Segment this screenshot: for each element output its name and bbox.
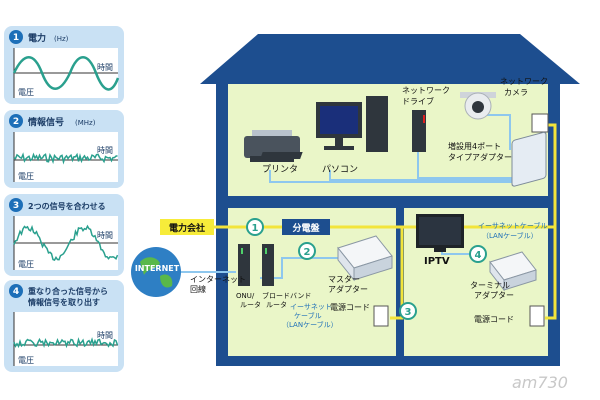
x-axis-label: 時間 [97, 146, 113, 155]
4port-adapter-icon [511, 113, 549, 187]
panel-unit: (MHz) [75, 119, 96, 127]
power-cord-left-label: 電源コード [330, 303, 370, 312]
y-axis-label: 電圧 [18, 356, 34, 365]
iptv-icon [416, 214, 464, 252]
ethernet-right-label-line1: イーサネットケーブル [478, 221, 547, 230]
marker-3: 3 [399, 302, 417, 320]
sine-wave [12, 56, 120, 91]
signal-panel-1: 1 電力 (Hz) 時間 電圧 [4, 26, 124, 104]
master-adapter-label-line2: アダプター [328, 284, 368, 294]
internet-line-label-line2: 回線 [190, 284, 206, 294]
nas-label-line1: ネットワーク [402, 86, 450, 95]
svg-text:1: 1 [252, 223, 259, 234]
breaker-box [282, 219, 330, 235]
panel-title: 電力 [28, 32, 46, 44]
watermark: am730 [512, 373, 568, 392]
terminal-adapter-icon [489, 251, 537, 292]
signal-panel-2: 2 情報信号 (MHz) 時間 電圧 [4, 110, 124, 188]
master-adapter-icon [337, 235, 393, 282]
panel-unit: (Hz) [54, 35, 69, 43]
onu-label-line2: ルータ [240, 300, 261, 309]
network-drive-icon [412, 110, 426, 152]
signal-panel-3: 3 2つの信号を合わせる 時間 電圧 [4, 194, 124, 276]
y-axis-label: 電圧 [18, 172, 34, 181]
nas-label-line2: ドライブ [402, 96, 434, 106]
svg-text:2: 2 [304, 247, 311, 258]
panel-title-line2: 情報信号を取り出す [27, 297, 100, 307]
ethernet-left-label-line2: ケーブル [294, 311, 322, 320]
onu-label-line1: ONU/ [236, 292, 255, 300]
extracted-wave [13, 337, 119, 349]
panel-number: 2 [13, 117, 19, 127]
x-axis-label: 時間 [97, 63, 113, 72]
panel-number: 4 [13, 287, 19, 297]
terminal-adapter-label-line1: ターミナル [470, 281, 510, 290]
internet-line-label-line1: インターネット [190, 275, 246, 284]
wall-outlet-left [373, 305, 389, 327]
camera-label-line1: ネットワーク [500, 77, 548, 86]
master-adapter-label-line1: マスター [328, 275, 360, 284]
internet-globe-icon [131, 247, 181, 297]
onu-router-icon [238, 244, 250, 286]
broadband-label-line2: ルータ [266, 300, 287, 309]
camera-label-line2: カメラ [504, 88, 528, 97]
panel-title-line1: 重なり合った信号から [28, 286, 108, 296]
broadband-label-line1: ブロードバンド [262, 291, 311, 300]
broadband-router-icon [262, 244, 274, 286]
adapter4-label-line2: タイプアダプター [448, 152, 512, 162]
svg-text:3: 3 [405, 307, 412, 318]
ethernet-left-label-line3: （LANケーブル） [282, 320, 338, 329]
svg-text:4: 4 [475, 250, 482, 261]
ethernet-right-label-line2: （LANケーブル） [482, 231, 538, 240]
y-axis-label: 電圧 [18, 260, 34, 269]
internet-label: INTERNET [135, 264, 180, 273]
panel-title: 2つの信号を合わせる [28, 201, 106, 211]
combined-wave [13, 224, 119, 262]
power-wiring [214, 123, 557, 320]
breaker-label: 分電盤 [292, 222, 320, 234]
printer-label: プリンタ [262, 164, 298, 175]
panel-title: 情報信号 [27, 116, 64, 128]
ethernet-left-label-line1: イーサネット [290, 303, 332, 311]
panel-number-badge [9, 30, 23, 44]
wall-outlet-right [529, 305, 545, 327]
signal-panel-4: 4 重なり合った信号から 情報信号を取り出す 時間 電圧 [4, 280, 124, 372]
panel-number: 3 [13, 201, 19, 211]
power-cord-right-label: 電源コード [474, 315, 514, 324]
terminal-adapter-label-line2: アダプター [474, 290, 514, 300]
power-company-box [160, 219, 214, 235]
x-axis-label: 時間 [97, 331, 113, 340]
power-company-label: 電力会社 [169, 222, 205, 234]
marker-4: 4 [469, 245, 487, 263]
marker-1: 1 [246, 218, 264, 236]
noise-wave [13, 152, 118, 165]
pc-icon [260, 96, 388, 159]
panel-number: 1 [13, 33, 19, 43]
house-roof [200, 34, 580, 84]
marker-2: 2 [298, 242, 316, 260]
adapter4-label-line1: 増設用4ポート [448, 141, 501, 151]
pc-label: パソコン [322, 164, 358, 175]
iptv-label: IPTV [424, 256, 450, 267]
y-axis-label: 電圧 [18, 88, 34, 97]
x-axis-label: 時間 [97, 231, 113, 240]
network-camera-icon [460, 92, 496, 120]
